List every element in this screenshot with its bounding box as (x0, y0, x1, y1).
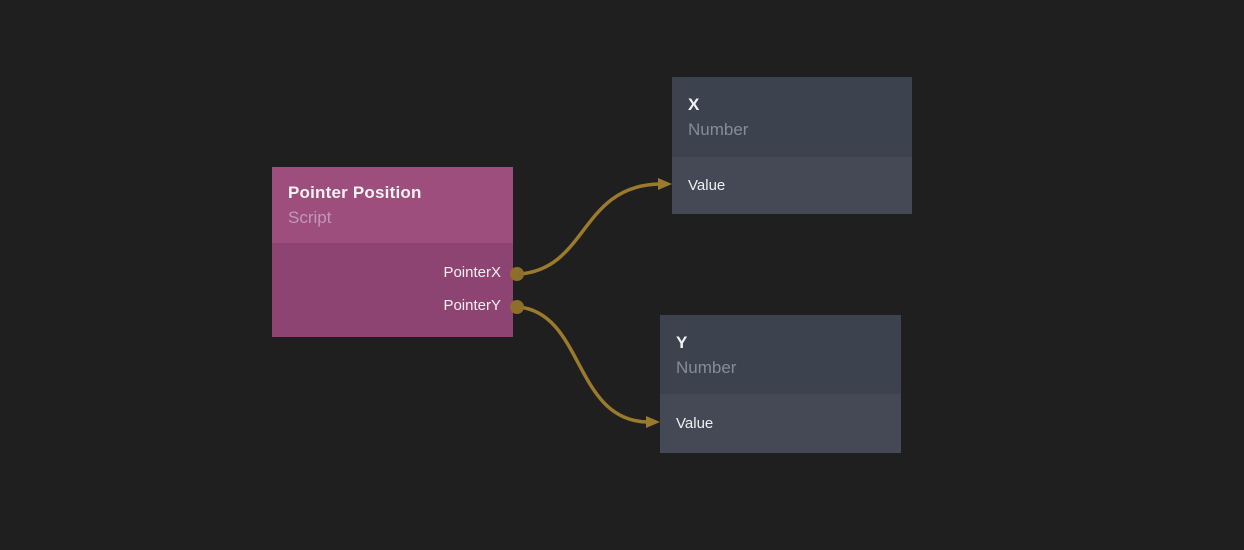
arrowhead-y-value-icon (646, 416, 660, 428)
input-row-y-value[interactable]: Value (660, 394, 901, 453)
node-y-number[interactable]: Y Number Value (660, 315, 901, 453)
output-row-pointerx[interactable]: PointerX (272, 256, 513, 289)
node-subtitle: Number (688, 120, 749, 139)
node-pointer-position-body: PointerX PointerY (272, 243, 513, 337)
node-title: Y (676, 332, 688, 352)
node-subtitle: Script (288, 208, 332, 227)
output-port-pointerx-icon[interactable] (510, 267, 524, 281)
node-x-header[interactable]: X Number (672, 77, 912, 157)
node-x-number[interactable]: X Number Value (672, 77, 912, 214)
node-title: Pointer Position (288, 183, 422, 202)
input-label-value: Value (688, 177, 726, 194)
output-row-pointery[interactable]: PointerY (272, 289, 513, 322)
node-y-header[interactable]: Y Number (660, 315, 901, 394)
output-label-pointery: PointerY (443, 297, 501, 314)
output-label-pointerx: PointerX (443, 264, 501, 281)
output-port-pointery-icon[interactable] (510, 300, 524, 314)
input-label-value: Value (676, 415, 714, 432)
wire-pointery-to-y-value[interactable] (517, 305, 649, 424)
node-pointer-position-header[interactable]: Pointer Position Script (272, 167, 513, 243)
node-title: X (688, 95, 700, 114)
wire-pointerx-to-x-value[interactable] (517, 182, 661, 276)
input-row-x-value[interactable]: Value (672, 157, 912, 214)
arrowhead-x-value-icon (658, 178, 672, 190)
node-subtitle: Number (676, 357, 737, 377)
node-pointer-position[interactable]: Pointer Position Script PointerX Pointer… (272, 167, 513, 337)
